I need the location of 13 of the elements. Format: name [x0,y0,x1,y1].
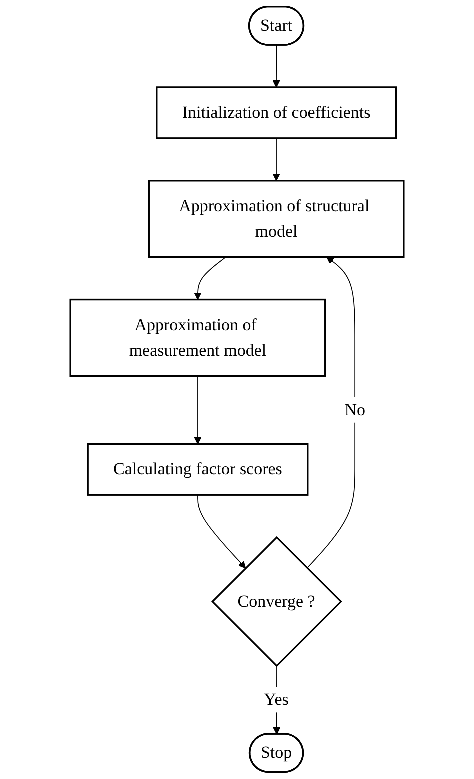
node-box: Initialization of coefficients [156,86,397,140]
edge-label: No [344,400,366,420]
arrow [306,256,356,569]
node-box: Approximation of structural model [148,180,405,258]
arrow [272,45,280,88]
arrow [197,494,246,569]
edge-label: Yes [264,690,289,710]
node-box: Calculating factor scores [86,443,308,496]
arrow [194,376,202,444]
node-diamond: Converge ? [211,536,342,668]
arrow [272,138,280,182]
node-box: Approximation of measurement model [69,298,326,378]
arrow [194,256,226,300]
